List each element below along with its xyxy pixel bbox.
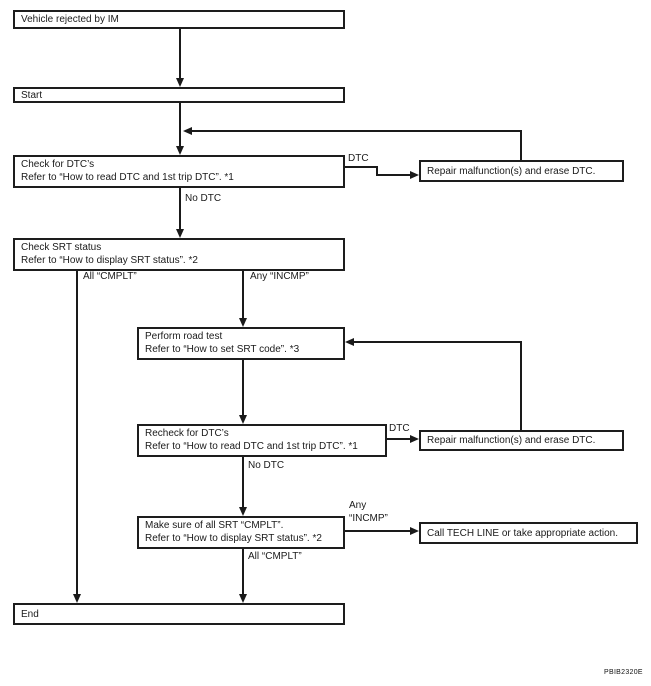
node-check-dtc-line2: Refer to “How to read DTC and 1st trip D… xyxy=(21,172,234,183)
node-vehicle-rejected: Vehicle rejected by IM xyxy=(13,10,345,29)
node-call-tech-line-label: Call TECH LINE or take appropriate actio… xyxy=(427,527,619,539)
node-repair-erase-dtc-2-label: Repair malfunction(s) and erase DTC. xyxy=(427,435,596,446)
label-dtc-2: DTC xyxy=(389,423,410,434)
node-end: End xyxy=(13,603,345,625)
connector-dtc1-step-a xyxy=(345,166,378,168)
connector-all-cmplt-to-end xyxy=(76,271,78,595)
connector-vehicle-to-start xyxy=(179,29,181,78)
node-perform-road-test: Perform road test Refer to “How to set S… xyxy=(137,327,345,360)
node-start: Start xyxy=(13,87,345,103)
label-all-cmplt-1: All “CMPLT” xyxy=(83,271,137,282)
arrowhead-any-incmp-to-road-test-icon xyxy=(239,318,247,327)
node-vehicle-rejected-label: Vehicle rejected by IM xyxy=(21,14,119,25)
node-call-tech-line: Call TECH LINE or take appropriate actio… xyxy=(419,522,638,544)
arrowhead-start-to-check-dtc-icon xyxy=(176,146,184,155)
arrowhead-vehicle-to-start-icon xyxy=(176,78,184,87)
arrowhead-all-cmplt-to-end-icon xyxy=(73,594,81,603)
arrowhead-dtc2-icon xyxy=(410,435,419,443)
arrowhead-recheck-to-make-sure-icon xyxy=(239,507,247,516)
node-repair-erase-dtc-2: Repair malfunction(s) and erase DTC. xyxy=(419,430,624,451)
node-check-srt-status-line2: Refer to “How to display SRT status”. *2 xyxy=(21,255,198,266)
label-any-incmp-1: Any “INCMP” xyxy=(250,271,309,282)
label-any-2-line1: Any xyxy=(349,500,367,511)
node-start-label: Start xyxy=(21,89,43,101)
connector-road-test-to-recheck xyxy=(242,359,244,416)
connector-dtc2 xyxy=(386,438,411,440)
connector-make-sure-to-end xyxy=(242,548,244,595)
node-repair-erase-dtc-1-label: Repair malfunction(s) and erase DTC. xyxy=(427,165,596,177)
label-any-2-line2: “INCMP” xyxy=(349,513,388,524)
node-recheck-dtc: Recheck for DTC’s Refer to “How to read … xyxy=(137,424,387,457)
node-make-sure-srt-cmplt: Make sure of all SRT “CMPLT”. Refer to “… xyxy=(137,516,345,549)
node-recheck-dtc-line1: Recheck for DTC’s xyxy=(145,428,229,439)
connector-any-incmp-to-call-tech xyxy=(345,530,411,532)
label-no-dtc-2: No DTC xyxy=(248,460,285,471)
node-recheck-dtc-line2: Refer to “How to read DTC and 1st trip D… xyxy=(145,441,358,452)
node-make-sure-srt-cmplt-line2: Refer to “How to display SRT status”. *2 xyxy=(145,533,322,544)
node-check-dtc: Check for DTC’s Refer to “How to read DT… xyxy=(13,155,345,188)
node-perform-road-test-line2: Refer to “How to set SRT code”. *3 xyxy=(145,344,300,355)
connector-repair2-up xyxy=(520,341,522,430)
figure-code: PBIB2320E xyxy=(604,669,643,676)
label-dtc-1: DTC xyxy=(348,153,369,164)
connector-repair2-return xyxy=(354,341,521,343)
arrowhead-road-test-to-recheck-icon xyxy=(239,415,247,424)
connector-dtc1-step-b xyxy=(376,166,378,176)
connector-dtc1-step-c xyxy=(376,174,411,176)
arrowhead-check-dtc-to-check-srt-icon xyxy=(176,229,184,238)
node-check-srt-status-line1: Check SRT status xyxy=(21,242,102,253)
connector-any-incmp-to-road-test xyxy=(242,271,244,319)
node-end-label: End xyxy=(21,608,39,620)
arrowhead-repair1-return-icon xyxy=(183,127,192,135)
label-no-dtc-1: No DTC xyxy=(185,193,222,204)
connector-repair1-up xyxy=(520,130,522,160)
arrowhead-make-sure-to-end-icon xyxy=(239,594,247,603)
node-repair-erase-dtc-1: Repair malfunction(s) and erase DTC. xyxy=(419,160,624,182)
arrowhead-repair2-return-icon xyxy=(345,338,354,346)
node-check-srt-status: Check SRT status Refer to “How to displa… xyxy=(13,238,345,271)
connector-repair1-return xyxy=(192,130,521,132)
connector-check-dtc-to-check-srt xyxy=(179,187,181,230)
arrowhead-dtc1-icon xyxy=(410,171,419,179)
connector-recheck-to-make-sure xyxy=(242,457,244,508)
node-make-sure-srt-cmplt-line1: Make sure of all SRT “CMPLT”. xyxy=(145,520,284,531)
node-check-dtc-line1: Check for DTC’s xyxy=(21,159,95,170)
label-all-cmplt-2: All “CMPLT” xyxy=(248,551,302,562)
connector-start-to-check-dtc xyxy=(179,103,181,147)
node-perform-road-test-line1: Perform road test xyxy=(145,331,223,342)
arrowhead-any-incmp-to-call-tech-icon xyxy=(410,527,419,535)
